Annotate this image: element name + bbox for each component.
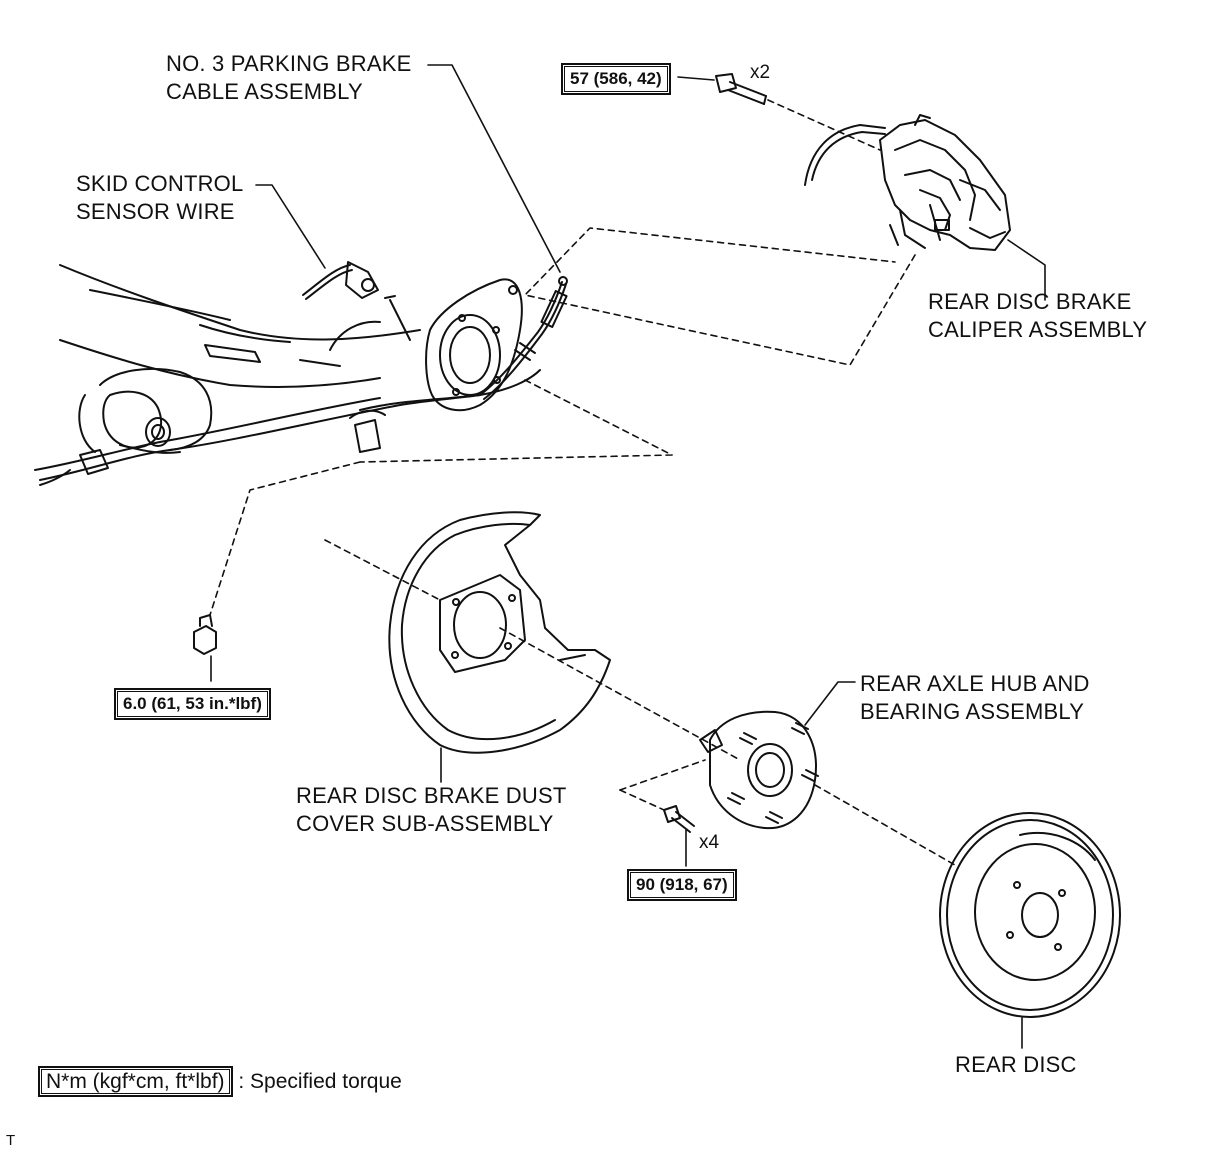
parking-brake-cable-label: NO. 3 PARKING BRAKE CABLE ASSEMBLY xyxy=(166,50,411,106)
axle-hub-bearing-label-line1: REAR AXLE HUB AND xyxy=(860,671,1090,696)
torque-unit-box: N*m (kgf*cm, ft*lbf) xyxy=(38,1066,233,1097)
dust-cover-drawing xyxy=(388,511,611,754)
caliper-bolt-torque: 57 (586, 42) xyxy=(561,63,671,95)
assembly-guide-lines xyxy=(209,99,956,866)
sensor-bolt-drawing xyxy=(193,614,217,655)
skid-control-sensor-wire-label: SKID CONTROL SENSOR WIRE xyxy=(76,170,243,226)
callout-leader-lines xyxy=(210,64,1046,1049)
torque-legend-description: : Specified torque xyxy=(238,1070,402,1093)
dust-cover-label-line2: COVER SUB-ASSEMBLY xyxy=(296,811,554,836)
hub-bolt-drawing xyxy=(663,805,695,833)
skid-control-sensor-wire-drawing xyxy=(302,261,379,300)
footer-mark: T xyxy=(6,1132,16,1149)
parking-brake-cable-label-line2: CABLE ASSEMBLY xyxy=(166,79,363,104)
caliper-assembly-label: REAR DISC BRAKE CALIPER ASSEMBLY xyxy=(928,288,1147,344)
axle-hub-bearing-label-line2: BEARING ASSEMBLY xyxy=(860,699,1085,724)
parking-brake-cable-label-line1: NO. 3 PARKING BRAKE xyxy=(166,51,412,76)
torque-legend: N*m (kgf*cm, ft*lbf) : Specified torque xyxy=(38,1066,402,1097)
dust-cover-label-line1: REAR DISC BRAKE DUST xyxy=(296,783,567,808)
parking-brake-cable-drawing xyxy=(479,276,568,400)
axle-hub-bearing-label: REAR AXLE HUB AND BEARING ASSEMBLY xyxy=(860,670,1090,726)
dust-cover-label: REAR DISC BRAKE DUST COVER SUB-ASSEMBLY xyxy=(296,782,567,838)
rear-suspension-arm-drawing xyxy=(34,264,541,486)
rear-disc-drawing xyxy=(939,812,1121,1018)
hub-bolt-quantity: x4 xyxy=(699,832,720,853)
caliper-assembly-label-line1: REAR DISC BRAKE xyxy=(928,289,1132,314)
skid-control-sensor-wire-label-line2: SENSOR WIRE xyxy=(76,199,235,224)
caliper-bolt-quantity: x2 xyxy=(750,62,771,83)
sensor-bolt-torque: 6.0 (61, 53 in.*lbf) xyxy=(114,688,271,720)
rear-axle-hub-drawing xyxy=(699,710,819,830)
rear-disc-brake-caliper-drawing xyxy=(804,114,1011,251)
caliper-bolt-drawing xyxy=(715,73,767,105)
hub-bolt-torque: 90 (918, 67) xyxy=(627,869,737,901)
caliper-assembly-label-line2: CALIPER ASSEMBLY xyxy=(928,317,1148,342)
skid-control-sensor-wire-label-line1: SKID CONTROL xyxy=(76,171,244,196)
rear-disc-label: REAR DISC xyxy=(955,1052,1077,1077)
